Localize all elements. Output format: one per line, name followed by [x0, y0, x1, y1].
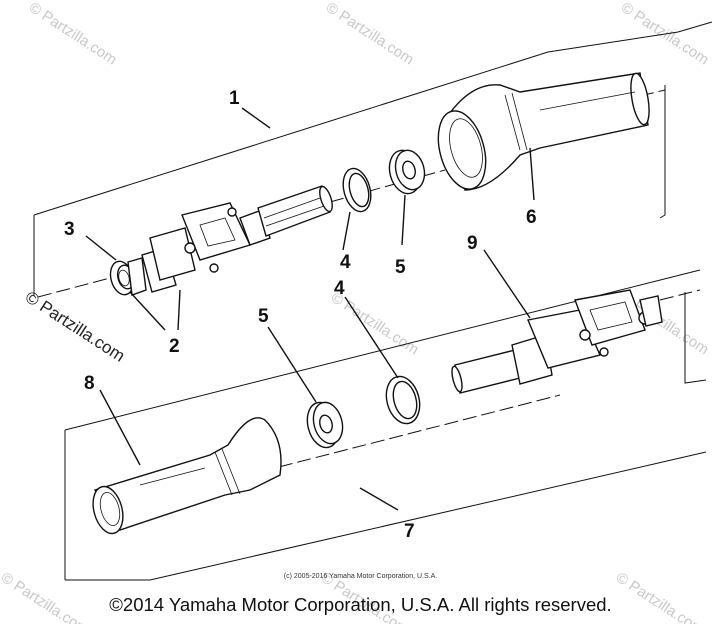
copyright-main: ©2014 Yamaha Motor Corporation, U.S.A. A… — [109, 594, 612, 615]
callout-9: 9 — [467, 233, 478, 254]
callout-6: 6 — [526, 207, 537, 228]
part-9-universal-joint — [451, 289, 663, 394]
watermark-text: © Partzilla.com — [323, 0, 417, 68]
callout-8: 8 — [84, 373, 95, 394]
part-8-bellows-tube — [92, 417, 282, 535]
part-5-seal-lower — [306, 401, 344, 449]
callout-4-lower: 4 — [334, 278, 345, 299]
part-4-ring-lower — [385, 375, 421, 425]
upper-assembly-box — [33, 21, 713, 296]
callout-labels: 1 2 3 4 5 6 4 5 9 8 7 — [64, 88, 537, 542]
callout-7: 7 — [404, 521, 415, 542]
callout-5-lower: 5 — [258, 306, 269, 327]
watermark-left: © Partzilla.com — [22, 287, 128, 365]
part-2-universal-joint — [141, 185, 333, 293]
watermark-text: © Partzilla.com — [26, 0, 120, 68]
part-6-bellows-tube — [437, 72, 650, 191]
part-5-seal-upper — [388, 149, 426, 195]
leader-lines — [85, 107, 535, 511]
watermark-text: © Partzilla.com — [328, 289, 422, 358]
callout-5-upper: 5 — [395, 257, 406, 278]
callout-1: 1 — [229, 88, 240, 109]
callout-2: 2 — [169, 336, 180, 357]
copyright-small: (c) 2005-2016 Yamaha Motor Corporation, … — [283, 573, 438, 580]
callout-3: 3 — [64, 219, 75, 240]
part-3-bearing-cap — [109, 257, 147, 296]
callout-4-upper: 4 — [340, 252, 351, 273]
part-4-ring-upper — [342, 167, 372, 213]
